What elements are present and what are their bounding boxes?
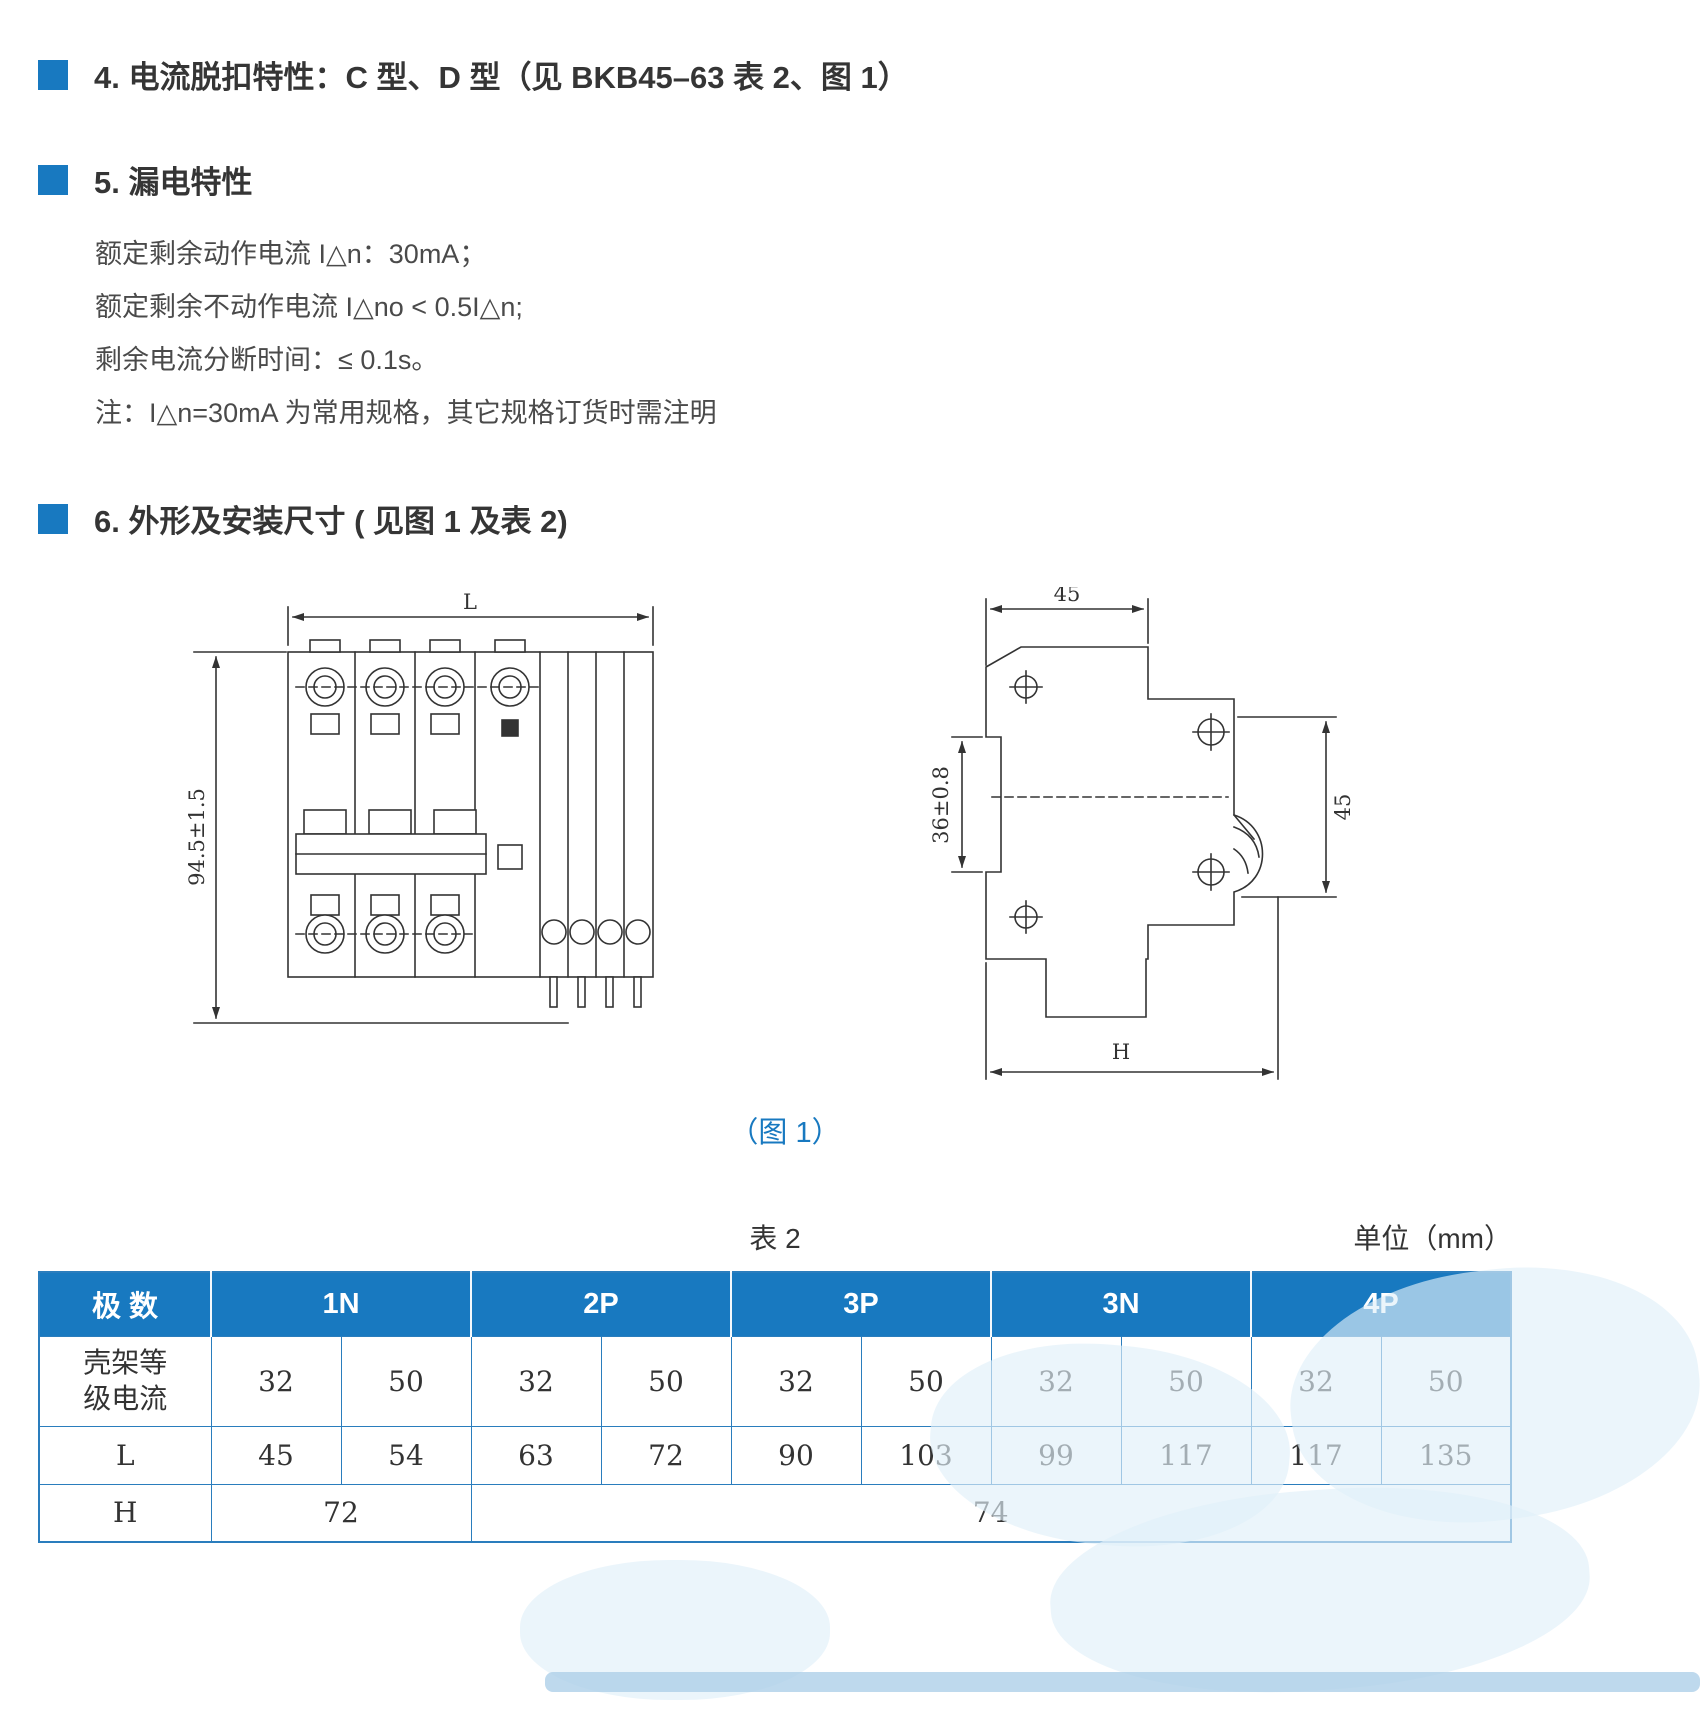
table-cell: 45 <box>210 1425 342 1485</box>
watermark-strip <box>545 1672 1700 1692</box>
figure-caption: （图 1） <box>729 1117 841 1149</box>
table-cell: 72 <box>210 1483 472 1543</box>
section-title-leakage: 5. 漏电特性 <box>94 165 253 200</box>
table-cell: 90 <box>730 1425 862 1485</box>
section-heading-dimensions: 6. 外形及安装尺寸 ( 见图 1 及表 2) <box>38 496 1700 541</box>
header-cell-3p: 3P <box>730 1271 992 1337</box>
section-title-trip: 4. 电流脱扣特性：C 型、D 型（见 BKB45–63 表 2、图 1） <box>94 60 909 95</box>
front-width-dim-label: L <box>463 590 477 614</box>
leakage-line-1: 额定剩余动作电流 I△n：30mA； <box>95 239 487 269</box>
table-cell: 50 <box>600 1335 732 1427</box>
header-cell-2p: 2P <box>470 1271 732 1337</box>
side-bottom-dim-label: H <box>1112 1040 1130 1064</box>
section-title-dimensions: 6. 外形及安装尺寸 ( 见图 1 及表 2) <box>94 504 568 539</box>
row-label-length: L <box>38 1425 212 1485</box>
table-cell: 32 <box>470 1335 602 1427</box>
leakage-spec-text: 额定剩余动作电流 I△n：30mA； 额定剩余不动作电流 I△no < 0.5I… <box>95 228 1700 440</box>
table-cell: 50 <box>340 1335 472 1427</box>
section-marker-icon <box>38 59 68 90</box>
leakage-line-2: 额定剩余不动作电流 I△no < 0.5I△n; <box>95 292 523 322</box>
section-marker-icon <box>38 164 68 195</box>
figure-1: L 94.5±1.5 <box>0 587 1700 1089</box>
header-cell-1n: 1N <box>210 1271 472 1337</box>
table-cell: 32 <box>210 1335 342 1427</box>
table-cell: 63 <box>470 1425 602 1485</box>
leakage-line-3: 剩余电流分断时间：≤ 0.1s。 <box>95 345 439 375</box>
table-meta: 表 2 单位（mm） <box>38 1217 1512 1257</box>
side-right-dim-label: 45 <box>1331 794 1355 821</box>
table-header-row: 极 数 1N 2P 3P 3N 4P <box>38 1271 1512 1337</box>
side-left-dim-label: 36±0.8 <box>929 766 953 844</box>
section-heading-trip: 4. 电流脱扣特性：C 型、D 型（见 BKB45–63 表 2、图 1） <box>38 0 1700 97</box>
table-row-length: L 45 54 63 72 90 103 99 117 117 135 <box>38 1425 1512 1485</box>
front-height-dim-label: 94.5±1.5 <box>186 788 209 886</box>
table-cell: 54 <box>340 1425 472 1485</box>
table-unit-note: 单位（mm） <box>1353 1223 1512 1254</box>
section-heading-leakage: 5. 漏电特性 <box>38 157 1700 202</box>
table-title: 表 2 <box>749 1223 801 1254</box>
leakage-line-4: 注：I△n=30mA 为常用规格，其它规格订货时需注明 <box>95 398 717 428</box>
front-view-drawing: L 94.5±1.5 <box>186 590 654 1024</box>
section-marker-icon <box>38 503 68 534</box>
row-label-height: H <box>38 1483 212 1543</box>
table-cell: 32 <box>730 1335 862 1427</box>
header-cell-3n: 3N <box>990 1271 1252 1337</box>
side-view-drawing: 45 36±0.8 45 H <box>929 587 1355 1080</box>
side-top-dim-label: 45 <box>1054 587 1081 606</box>
table-cell: 72 <box>600 1425 732 1485</box>
row-label-frame-current: 壳架等 级电流 <box>38 1335 212 1427</box>
header-cell-poles: 极 数 <box>38 1271 212 1337</box>
